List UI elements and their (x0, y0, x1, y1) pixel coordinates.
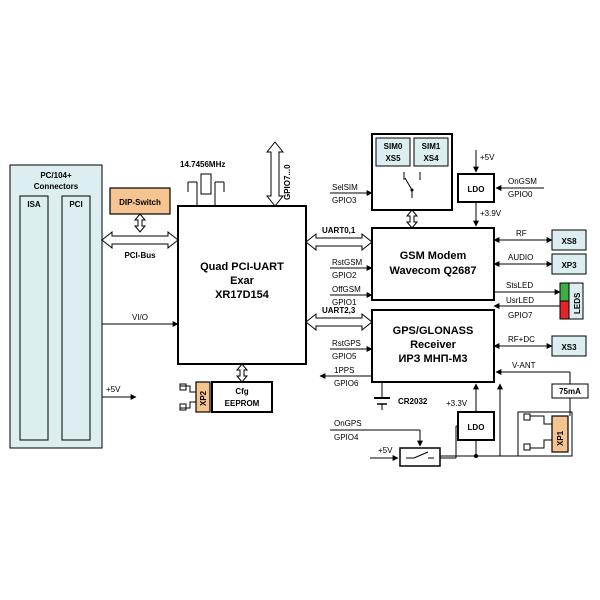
dip-switch: DIP-Switch (109, 187, 171, 215)
eeprom-line2: EEPROM (225, 399, 260, 408)
pci-bus-arrow: PCI-Bus (101, 230, 179, 260)
plus3-3v-label: +3.3V (446, 399, 468, 408)
rstgsm-gpio: GPIO2 (332, 271, 357, 280)
xp1-jumper: XP1 (517, 411, 573, 457)
stsled-label: StsLED (506, 281, 533, 290)
xp2-label: XP2 (199, 390, 208, 406)
ldo-top-label: LDO (468, 185, 485, 194)
xp3-label: XP3 (561, 261, 577, 270)
offgsm-label: OffGSM (332, 285, 361, 294)
xs8-label: XS8 (561, 237, 577, 246)
uart-chip-line3: XR17D154 (215, 289, 270, 301)
pc104-subtitle: Connectors (34, 182, 79, 191)
gps-control-signals: RstGPS GPIO5 1PPS GPIO6 (319, 339, 373, 388)
leds-label: LEDS (573, 292, 582, 314)
xp1-label: XP1 (556, 430, 565, 446)
pci-connector (61, 195, 91, 441)
dip-switch-label: DIP-Switch (119, 198, 161, 207)
rfdc-xs3: RF+DC XS3 (493, 335, 587, 357)
dip-link-arrow (133, 213, 147, 233)
vant-label: V-ANT (512, 361, 536, 370)
cr2032-label: CR2032 (398, 397, 428, 406)
gpio-bus-label: GPIO7...0 (283, 164, 292, 200)
ldo-bottom-label: LDO (468, 423, 485, 432)
sim1-slot (413, 137, 449, 167)
isa-connector (19, 195, 49, 441)
rfdc-label: RF+DC (508, 335, 535, 344)
crystal-label: 14.7456MHz (180, 160, 225, 169)
gps-line3: ИРЗ МНП-М3 (398, 353, 467, 365)
rf-label: RF (516, 229, 527, 238)
sim0-slot (375, 137, 411, 167)
gsm-line1: GSM Modem (400, 250, 467, 262)
rstgps-gpio: GPIO5 (332, 352, 357, 361)
leds-block: StsLED UsrLED GPIO7 LEDS (493, 281, 584, 320)
plus3-9v-label: +3.9V (480, 209, 502, 218)
rstgsm-label: RstGSM (332, 258, 363, 267)
rf-xs8: RF XS8 (493, 229, 587, 251)
plus5v-bottom-label: +5V (378, 446, 393, 455)
plus5v-left-label: +5V (106, 385, 121, 394)
usrled-gpio: GPIO7 (508, 311, 533, 320)
current-limit-label: 75mA (559, 387, 581, 396)
rstgps-label: RstGPS (332, 339, 361, 348)
quad-pci-uart: Quad PCI-UART Exar XR17D154 (177, 205, 307, 365)
usrled-label: UsrLED (506, 296, 534, 305)
crystal: 14.7456MHz (180, 160, 225, 206)
isa-label: ISA (27, 200, 41, 209)
gpio-bus-arrow: GPIO7...0 (265, 141, 292, 207)
pc104-title: PC/104+ (40, 171, 72, 180)
audio-xp3: AUDIO XP3 (493, 253, 587, 275)
sim1-connector: XS4 (423, 154, 439, 163)
gsm-line2: Wavecom Q2687 (389, 265, 476, 277)
eeprom-link-arrow (235, 363, 249, 383)
plus5v-top-label: +5V (480, 153, 495, 162)
ongsm-label: OnGSM (508, 177, 537, 186)
sim-block: SIM0 XS5 SIM1 XS4 (371, 133, 453, 211)
pps-gpio: GPIO6 (334, 379, 359, 388)
sim0-connector: XS5 (385, 154, 401, 163)
xp2-connector: XP2 (179, 381, 211, 413)
uart01-label: UART0,1 (322, 226, 356, 235)
selsim-gpio: GPIO3 (332, 196, 357, 205)
ongps-label: OnGPS (334, 419, 362, 428)
uart01-arrow: UART0,1 (305, 226, 373, 252)
offgsm-gpio: GPIO1 (332, 298, 357, 307)
uart23-label: UART2,3 (322, 306, 356, 315)
ldo-top: LDO +5V +3.9V OnGSM GPIO0 (457, 150, 544, 227)
gsm-control-signals: SelSIM GPIO3 RstGSM GPIO2 OffGSM GPIO1 (330, 183, 373, 307)
ongps-gpio: GPIO4 (334, 433, 359, 442)
uart23-arrow: UART2,3 (305, 306, 373, 332)
gsm-modem: GSM Modem Wavecom Q2687 (371, 227, 495, 301)
xs3-label: XS3 (561, 343, 577, 352)
uart-chip-line1: Quad PCI-UART (200, 261, 284, 273)
sim1-label: SIM1 (422, 142, 441, 151)
sim-gsm-arrow (405, 209, 419, 229)
gps-line1: GPS/GLONASS (393, 325, 474, 337)
audio-label: AUDIO (508, 253, 533, 262)
pps-label: 1PPS (334, 366, 354, 375)
vant-line: V-ANT 75mA (495, 361, 589, 416)
pci-label: PCI (69, 200, 82, 209)
vio-label: VI/O (132, 313, 148, 322)
sim0-label: SIM0 (384, 142, 403, 151)
ldo-bottom: LDO +3.3V (440, 383, 518, 458)
ongps-switch: OnGPS GPIO4 +5V (330, 419, 458, 467)
ongsm-gpio: GPIO0 (508, 190, 533, 199)
selsim-label: SelSIM (332, 183, 358, 192)
uart-chip-line2: Exar (230, 275, 255, 287)
pc104-connectors: PC/104+ Connectors ISA PCI (9, 164, 103, 449)
cfg-eeprom: Cfg EEPROM (211, 381, 273, 413)
gps-line2: Receiver (410, 339, 457, 351)
eeprom-line1: Cfg (235, 387, 248, 396)
pci-bus-label: PCI-Bus (124, 251, 156, 260)
led-green (559, 282, 570, 302)
gps-receiver: GPS/GLONASS Receiver ИРЗ МНП-М3 (371, 309, 495, 383)
led-red (559, 300, 570, 320)
cr2032-battery: CR2032 (374, 382, 428, 410)
